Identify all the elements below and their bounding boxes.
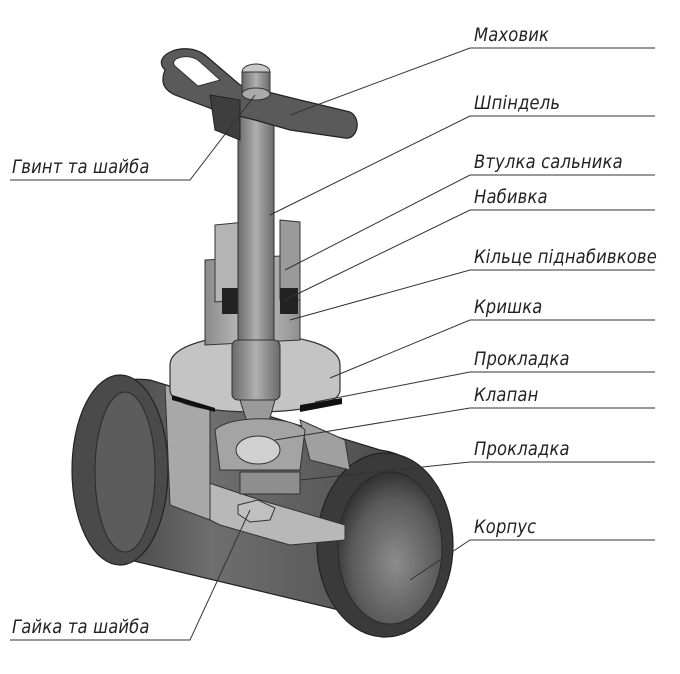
handwheel-part [160, 48, 358, 141]
label-gasket-upper: Прокладка [474, 348, 570, 370]
label-packing: Набивка [474, 186, 548, 208]
valve-disc-part [214, 418, 306, 523]
label-nut-washer: Гайка та шайба [12, 616, 150, 638]
label-screw-washer: Гвинт та шайба [12, 156, 150, 178]
label-gasket-lower: Прокладка [474, 438, 570, 460]
body-part [71, 374, 454, 638]
label-handwheel: Маховик [474, 24, 550, 46]
label-bonnet: Кришка [474, 296, 543, 318]
label-body: Корпус [474, 516, 537, 538]
label-valve-disc: Клапан [474, 384, 539, 406]
spindle-part [231, 94, 281, 426]
label-spindle: Шпіндель [474, 92, 561, 114]
leader-lines [10, 47, 655, 641]
label-packing-ring: Кільце піднабивкове [474, 246, 657, 268]
label-gland-bushing: Втулка сальника [474, 151, 623, 173]
